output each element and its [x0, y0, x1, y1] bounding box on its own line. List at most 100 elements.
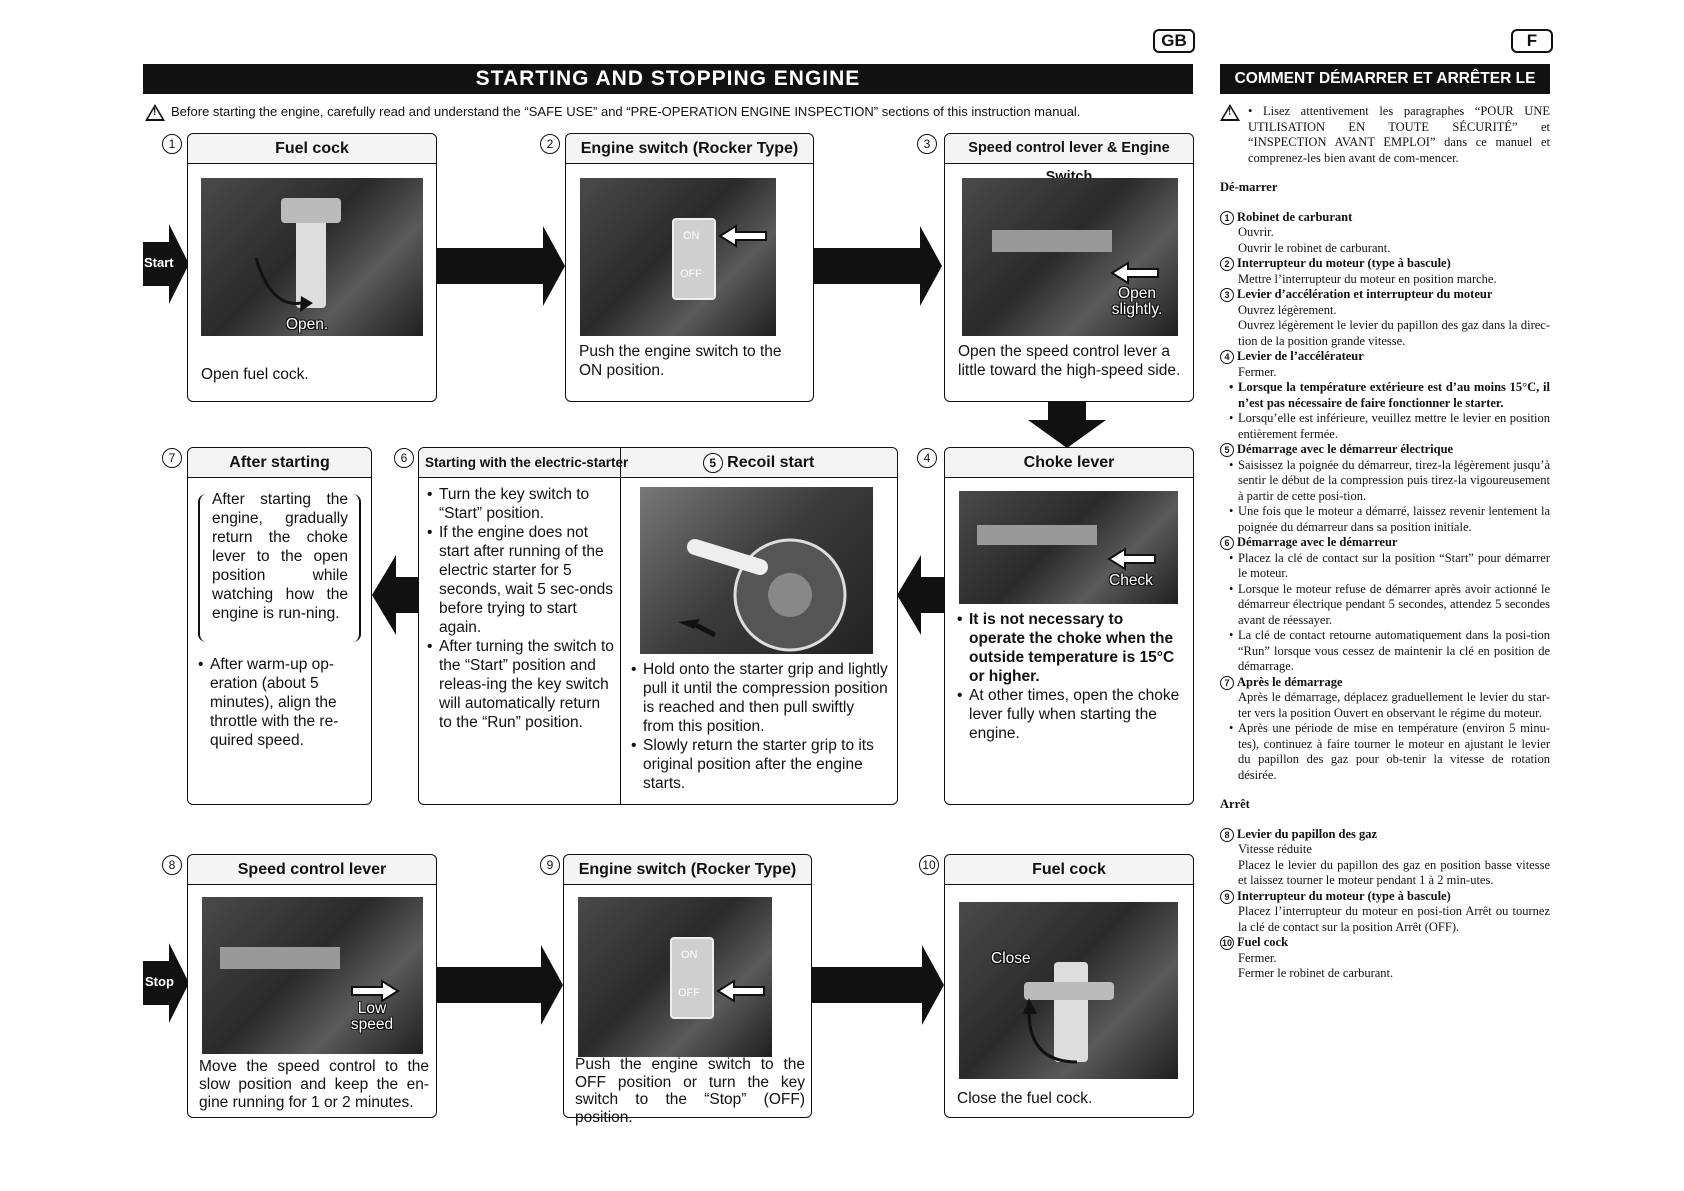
pointer-arrow-icon [580, 178, 776, 336]
note-1: Turn the key switch to “Start” position. [427, 485, 615, 523]
fr-warning: ! • Lisez attentivement les paragraphes … [1220, 104, 1550, 166]
pointer-arrow-icon [578, 897, 772, 1057]
step-number-10: 10 [919, 855, 939, 875]
step-heading: Speed control lever [188, 855, 436, 885]
stop-arrow-icon: Stop [143, 943, 189, 1028]
flow-arrow-right [437, 226, 565, 311]
flow-arrow-right [437, 945, 563, 1030]
speed-lever-photo: Open slightly. [962, 178, 1178, 336]
speed-control-photo: Low speed [202, 897, 423, 1054]
title-banner-en: STARTING AND STOPPING ENGINE [143, 64, 1193, 94]
step-box-fuel-cock-close: Fuel cock Close Close the fuel cock. [944, 854, 1194, 1118]
step-number-7: 7 [162, 448, 182, 468]
fuel-cock-illustration [201, 178, 423, 336]
step-heading-electric-starter: Starting with the electric-starter [425, 448, 628, 477]
step-box-fuel-cock-open: Fuel cock Open. Open fuel cock. [187, 133, 437, 402]
step-box-speed-control-lever: Speed control lever Low speed Move the s… [187, 854, 437, 1118]
step-heading-recoil: 5 Recoil start [620, 448, 897, 477]
step-number-6: 6 [394, 448, 414, 468]
step-heading: Fuel cock [188, 134, 436, 164]
step-number-2: 2 [540, 134, 560, 154]
step-heading: Choke lever [945, 448, 1193, 478]
title-banner-fr: COMMENT DÉMARRER ET ARRÊTER LE MOTEUR [1220, 64, 1550, 94]
starting-heading-row: Starting with the electric-starter 5 Rec… [419, 448, 897, 478]
stop-label: Stop [145, 974, 174, 989]
fuel-cock-close-photo: Close [959, 902, 1178, 1079]
step-caption: Open fuel cock. [201, 365, 423, 384]
paren-right [351, 494, 361, 642]
choke-lever-photo: Check [959, 491, 1178, 604]
warning-icon: ! [145, 104, 165, 121]
fuel-cock-photo: Open. [201, 178, 423, 336]
note-2: Slowly return the starter grip to its or… [631, 736, 889, 793]
photo-tag-close: Close [991, 950, 1031, 968]
rocker-switch-off-photo: ON OFF [578, 897, 772, 1057]
flow-arrow-right [814, 226, 942, 311]
step-number-9: 9 [540, 855, 560, 875]
fuel-cock-close-illustration [959, 902, 1178, 1079]
flow-arrow-down [1028, 402, 1106, 453]
column-divider [620, 477, 621, 804]
step-heading: Fuel cock [945, 855, 1193, 885]
fr-item-6: 6Démarrage avec le démarreur •Placez la … [1220, 535, 1550, 675]
note-bold: It is not necessary to operate the choke… [957, 610, 1183, 686]
flow-arrow-right [812, 945, 944, 1030]
fr-item-1: 1Robinet de carburant Ouvrir. Ouvrir le … [1220, 210, 1550, 257]
photo-tag-check: Check [1109, 572, 1153, 590]
recoil-notes: Hold onto the starter grip and lightly p… [631, 660, 889, 793]
warning-icon: ! [1220, 104, 1240, 121]
step-number-3: 3 [917, 134, 937, 154]
step-box-speed-control-engine-switch: Speed control lever & Engine Switch Open… [944, 133, 1194, 402]
recoil-heading-text: Recoil start [727, 454, 814, 471]
note-normal: At other times, open the choke lever ful… [957, 686, 1183, 743]
choke-notes: It is not necessary to operate the choke… [957, 610, 1183, 743]
fr-warning-text: Lisez attentivement les paragraphes “POU… [1248, 104, 1550, 165]
recoil-illustration [640, 487, 873, 654]
photo-tag-open: Open. [286, 316, 328, 334]
step-number-1: 1 [162, 134, 182, 154]
step-number-4: 4 [917, 448, 937, 468]
step-caption: Push the engine switch to the ON positio… [579, 342, 805, 380]
note-2: If the engine does not start after runni… [427, 523, 615, 637]
step-caption: Open the speed control lever a little to… [958, 342, 1186, 380]
step-heading: Engine switch (Rocker Type) [566, 134, 813, 164]
note-3: After turning the switch to the “Start” … [427, 637, 615, 732]
step-caption: Close the fuel cock. [957, 1089, 1185, 1108]
step-box-starting: Starting with the electric-starter 5 Rec… [418, 447, 898, 805]
fr-heading-demarrer: Dé-marrer [1220, 180, 1550, 196]
warning-line: ! Before starting the engine, carefully r… [145, 104, 1205, 121]
step-box-engine-switch-off: Engine switch (Rocker Type) ON OFF Push … [563, 854, 812, 1118]
rocker-switch-photo: ON OFF [580, 178, 776, 336]
fr-heading-arret: Arrêt [1220, 797, 1550, 813]
flow-arrow-left [372, 555, 418, 640]
step-heading: Speed control lever & Engine Switch [945, 134, 1193, 164]
fr-item-7: 7Après le démarrage Après le démarrage, … [1220, 675, 1550, 784]
lang-tag-f: F [1511, 29, 1553, 53]
note-1: After warm-up op-eration (about 5 minute… [198, 655, 358, 750]
step-heading: Engine switch (Rocker Type) [564, 855, 811, 885]
warning-text: Before starting the engine, carefully re… [171, 104, 1080, 119]
step-caption: Move the speed control to the slow posit… [199, 1058, 429, 1112]
french-instructions: ! • Lisez attentivement les paragraphes … [1220, 104, 1550, 982]
electric-starter-notes: Turn the key switch to “Start” position.… [427, 485, 615, 732]
step-number-8: 8 [162, 855, 182, 875]
paren-left [198, 494, 208, 642]
flow-arrow-left [897, 555, 944, 640]
recoil-starter-photo [640, 487, 873, 654]
step-box-engine-switch-on: Engine switch (Rocker Type) ON OFF Push … [565, 133, 814, 402]
start-arrow-icon: Start [143, 224, 189, 309]
step-box-after-starting: After starting After starting the engine… [187, 447, 372, 805]
step-caption: Push the engine switch to the OFF positi… [575, 1056, 805, 1126]
lang-tag-gb: GB [1153, 29, 1195, 53]
photo-tag-low-speed: Low speed [342, 1001, 402, 1033]
photo-tag-open-slightly: Open slightly. [1102, 286, 1172, 318]
step-heading: After starting [188, 448, 371, 478]
start-label: Start [144, 255, 174, 270]
after-start-notes: After warm-up op-eration (about 5 minute… [198, 655, 358, 750]
after-start-paren-text: After starting the engine, gradually ret… [212, 490, 348, 623]
